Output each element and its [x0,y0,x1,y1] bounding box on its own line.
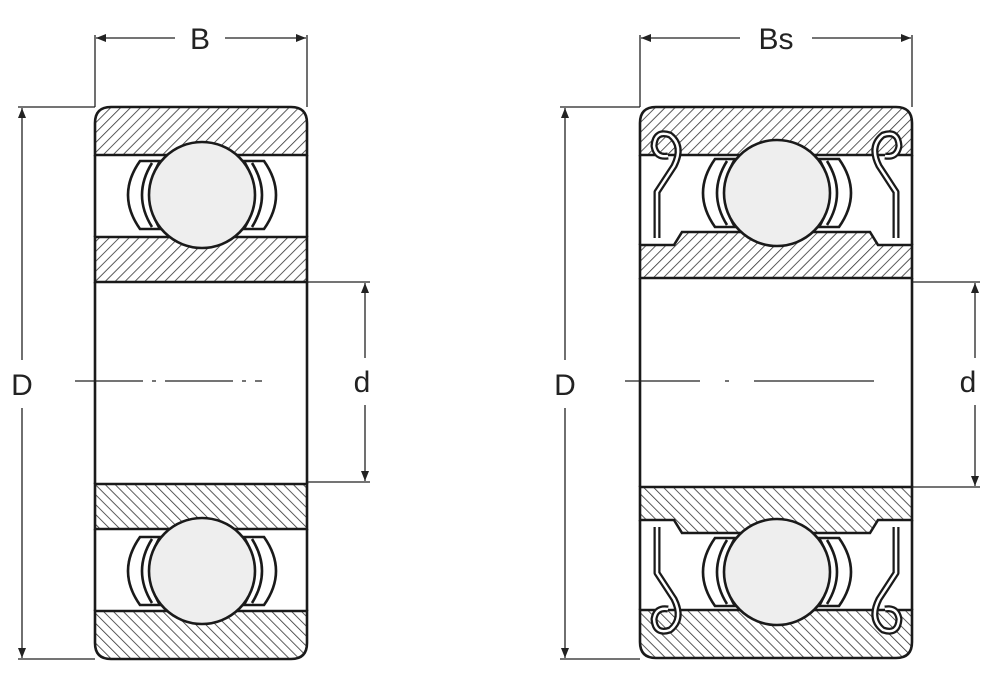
dimension-D-right: D [554,106,640,660]
dimension-label-d: d [960,366,977,399]
bearing-top-section [95,107,307,282]
bearing-bottom-section [640,487,912,658]
open-bearing [75,107,309,659]
dimension-label-D: D [554,369,576,402]
bearing-top-section [640,107,912,278]
dimension-label-d: d [354,366,371,399]
dimension-label-D: D [11,369,33,402]
dimension-Bs: Bs [639,23,913,107]
bearing-bottom-section [95,484,307,659]
dimension-label-B: B [190,23,210,56]
dimension-d-left: d [307,281,371,483]
dimension-B: B [94,23,308,107]
shielded-bearing [625,107,914,658]
dimension-label-Bs: Bs [758,23,793,56]
dimension-D-left: D [11,106,95,660]
dimension-d-right: d [912,281,980,488]
